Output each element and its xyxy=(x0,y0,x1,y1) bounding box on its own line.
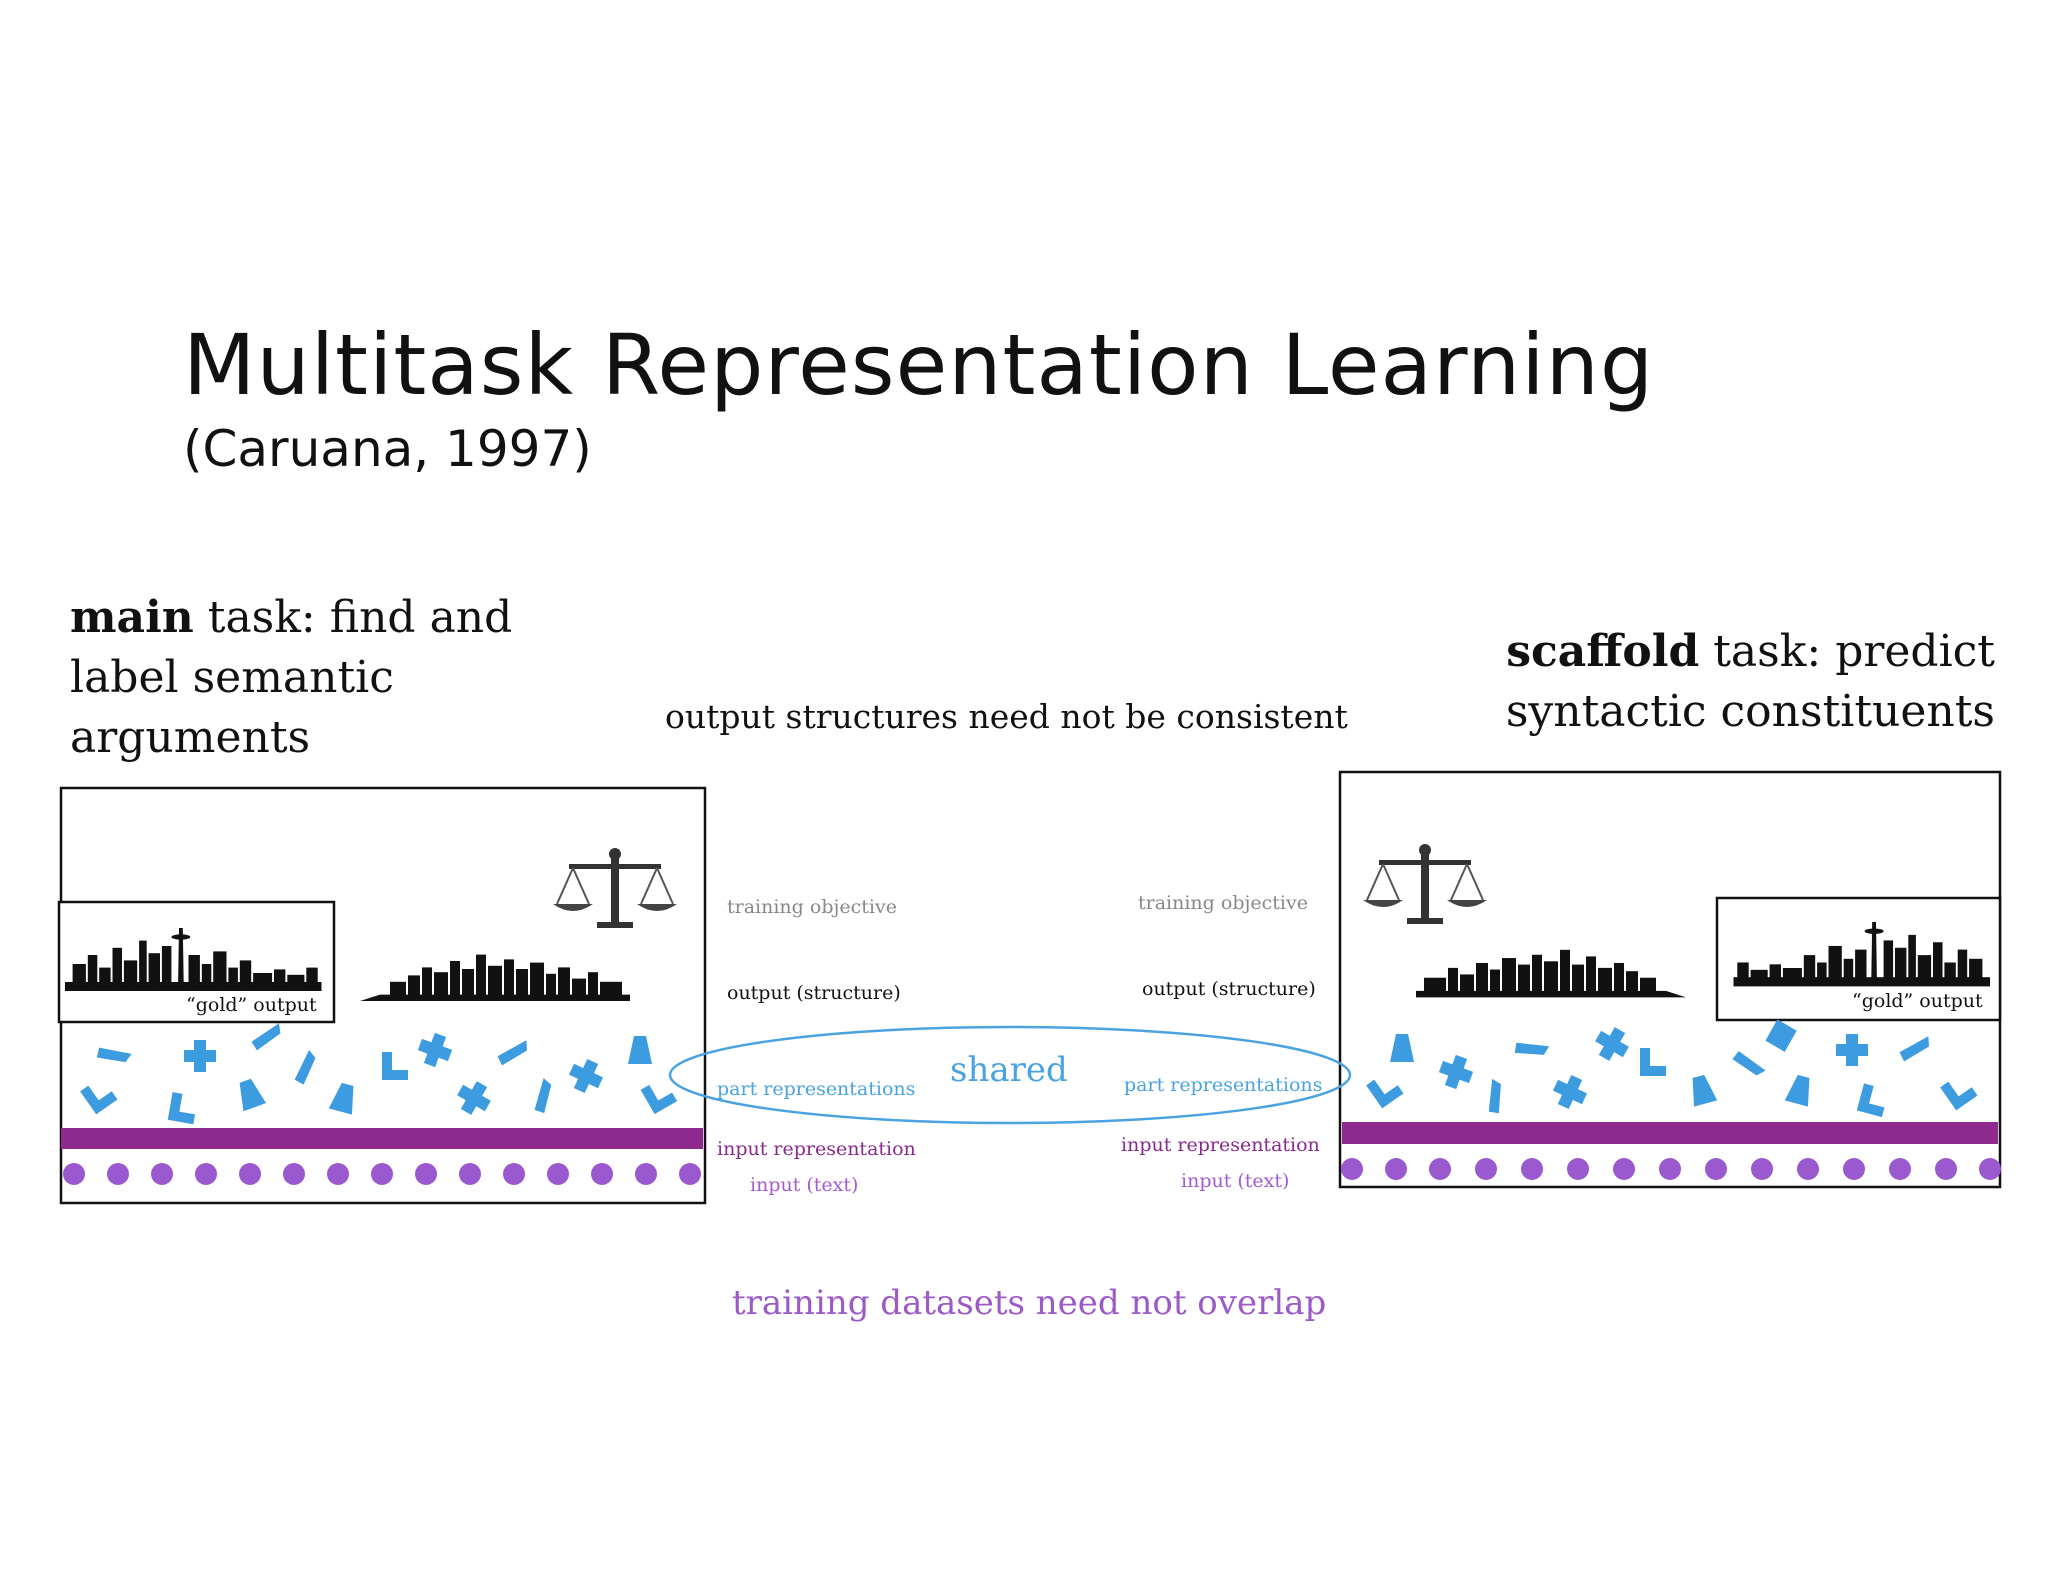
scaffold-task-text: task: predict syntactic constituents xyxy=(1505,626,1995,737)
city-skyline-icon xyxy=(360,954,630,1001)
shared-label: shared xyxy=(950,1050,1068,1090)
main-task-text: task: find and label semantic arguments xyxy=(70,592,513,763)
main-part-representations-label: part representations xyxy=(717,1078,916,1100)
scaffold-task-heading: scaffold task: predict syntactic constit… xyxy=(1380,622,1995,742)
overlap-note: training datasets need not overlap xyxy=(732,1283,1327,1323)
main-output-structure-label: output (structure) xyxy=(727,982,901,1004)
main-input-representation-label: input representation xyxy=(717,1138,916,1160)
main-input-text-label: input (text) xyxy=(750,1174,859,1196)
shared-ellipse xyxy=(668,1025,1352,1125)
main-training-objective-label: training objective xyxy=(727,896,897,918)
slide-subtitle: (Caruana, 1997) xyxy=(183,420,592,478)
scaffold-part-representations-label: part representations xyxy=(1124,1074,1323,1096)
main-input-dots xyxy=(63,1163,701,1185)
scaffold-output-structure-label: output (structure) xyxy=(1142,978,1316,1000)
scaffold-input-representation-label: input representation xyxy=(1121,1134,1320,1156)
main-task-bold: main xyxy=(70,592,194,643)
scaffold-part-representations xyxy=(1366,1018,1978,1118)
consistency-note: output structures need not be consistent xyxy=(665,697,1348,736)
main-gold-output-label: “gold” output xyxy=(186,994,317,1016)
scaffold-input-representation-bar xyxy=(1342,1122,1998,1144)
scaffold-input-dots xyxy=(1341,1158,2001,1180)
balance-scale-icon xyxy=(1362,843,1488,925)
main-task-heading: main task: find and label semantic argum… xyxy=(70,588,630,768)
balance-scale-icon xyxy=(552,847,678,929)
scaffold-gold-output-label: “gold” output xyxy=(1852,990,1983,1012)
scaffold-gold-output-box xyxy=(1715,896,2002,1022)
scaffold-input-text-label: input (text) xyxy=(1181,1170,1290,1192)
city-skyline-icon xyxy=(1416,949,1686,998)
slide-title: Multitask Representation Learning xyxy=(183,316,1655,414)
scaffold-task-bold: scaffold xyxy=(1506,626,1700,677)
main-input-representation-bar xyxy=(61,1128,703,1149)
main-part-representations xyxy=(80,1023,678,1125)
scaffold-training-objective-label: training objective xyxy=(1138,892,1308,914)
